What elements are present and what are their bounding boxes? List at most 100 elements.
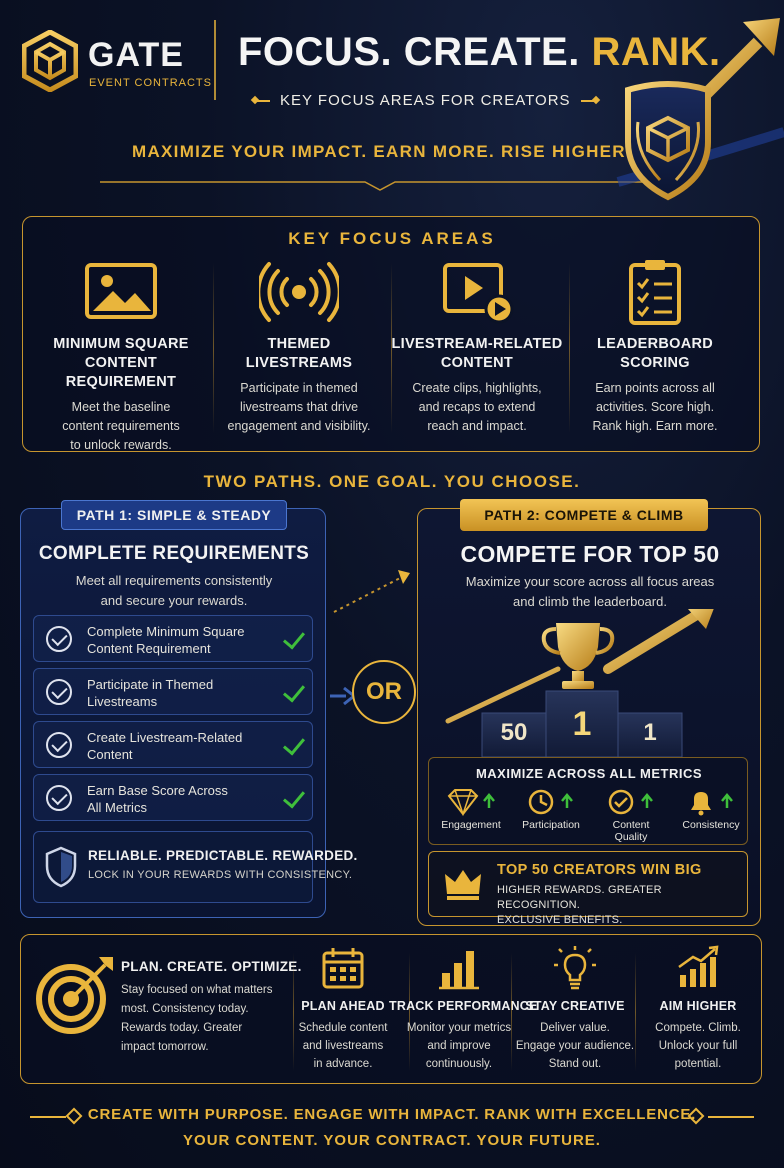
green-check-icon	[282, 785, 306, 809]
brand-name: GATE	[88, 36, 184, 74]
green-check-icon	[282, 679, 306, 703]
growth-chart-icon	[678, 945, 719, 987]
focus-desc: Create clips, highlights,and recaps to e…	[412, 381, 542, 433]
path2-title: COMPETE FOR TOP 50	[460, 541, 720, 567]
gate-logo-icon	[22, 30, 78, 92]
reliable-title: RELIABLE. PREDICTABLE. REWARDED.	[88, 848, 358, 863]
shield-icon	[45, 846, 77, 888]
hero-title-accent: RANK.	[591, 30, 721, 74]
metrics-title: MAXIMIZE ACROSS ALL METRICS	[475, 766, 703, 781]
video-play-icon	[443, 263, 514, 324]
hero-subtitle: KEY FOCUS AREAS FOR CREATORS	[280, 92, 571, 109]
footer-rule-right	[708, 1116, 754, 1118]
check-circle-icon	[46, 679, 72, 705]
column-divider	[569, 263, 570, 433]
podium-rank-right: 1	[643, 719, 657, 746]
check-circle-icon	[46, 785, 72, 811]
tip-description: Deliver value.Engage your audience.Stand…	[515, 1022, 635, 1070]
tip-title: STAY CREATIVE	[525, 999, 625, 1013]
column-divider	[635, 953, 636, 1071]
metrics-box: MAXIMIZE ACROSS ALL METRICS Engagement P…	[428, 757, 748, 845]
checklist-icon	[629, 260, 681, 325]
footer-rule-left	[30, 1116, 66, 1118]
tip-aim-higher: AIM HIGHER Compete. Climb.Unlock your fu…	[637, 945, 759, 1073]
ornament-right	[580, 99, 595, 102]
focus-heading: KEY FOCUS AREAS	[288, 229, 496, 248]
bar-chart-icon	[439, 951, 479, 990]
reliable-box: RELIABLE. PREDICTABLE. REWARDED. LOCK IN…	[33, 831, 357, 903]
metric-label: Participation	[522, 819, 580, 831]
hero-title-main: FOCUS. CREATE.	[238, 30, 580, 74]
lightbulb-icon	[554, 946, 596, 990]
top50-subtitle: HIGHER REWARDS. GREATER RECOGNITION.EXCL…	[497, 884, 662, 926]
image-icon	[85, 263, 157, 319]
metric-label: Consistency	[682, 819, 740, 831]
tip-title: TRACK PERFORMANCE	[389, 999, 538, 1013]
path2-badge: PATH 2: COMPETE & CLIMB	[460, 499, 708, 531]
top50-title: TOP 50 CREATORS WIN BIG	[497, 862, 702, 878]
tip-stay-creative: STAY CREATIVE Deliver value.Engage your …	[505, 945, 645, 1073]
paths-title: TWO PATHS. ONE GOAL. YOU CHOOSE.	[203, 472, 581, 491]
reliable-subtitle: LOCK IN YOUR REWARDS WITH CONSISTENCY.	[88, 869, 353, 881]
tagline-divider	[100, 181, 660, 191]
path2-card: PATH 2: COMPETE & CLIMB COMPETE FOR TOP …	[417, 499, 761, 926]
podium-trophy-graphic: 50 1 1	[438, 609, 748, 757]
or-divider: OR	[352, 660, 416, 724]
green-check-icon	[282, 626, 306, 650]
hero-subtitle-row: KEY FOCUS AREAS FOR CREATORS	[256, 92, 595, 109]
column-divider	[409, 953, 410, 1071]
bell-icon	[691, 792, 733, 816]
hero-tagline: MAXIMIZE YOUR IMPACT. EARN MORE. RISE HI…	[132, 142, 632, 161]
footer-slogan: CREATE WITH PURPOSE. ENGAGE WITH IMPACT.…	[87, 1106, 697, 1123]
podium-rank-center: 1	[572, 705, 592, 743]
target-arrow-icon	[36, 957, 113, 1034]
column-divider	[293, 953, 294, 1071]
hero-title: FOCUS. CREATE. RANK.	[238, 30, 721, 75]
calendar-icon	[322, 948, 364, 989]
check-circle-icon	[46, 732, 72, 758]
metric-engagement: Engagement	[431, 788, 511, 831]
column-divider	[511, 953, 512, 1071]
podium-rank-left: 50	[500, 719, 528, 746]
ornament-left	[256, 99, 270, 102]
top50-box: TOP 50 CREATORS WIN BIG HIGHER REWARDS. …	[428, 851, 748, 926]
crown-icon	[445, 870, 481, 900]
diamond-icon	[447, 789, 495, 816]
trophy-podium-icon	[445, 609, 714, 757]
tips-lead-title: PLAN. CREATE. OPTIMIZE.	[121, 959, 302, 974]
path2-description: Maximize your score across all focus are…	[465, 574, 715, 609]
metric-consistency: Consistency	[671, 788, 751, 831]
broadcast-icon	[259, 262, 339, 322]
check-circle-icon	[46, 626, 72, 652]
green-check-icon	[282, 732, 306, 756]
brand-subtitle: EVENT CONTRACTS	[89, 77, 212, 89]
quality-check-icon	[608, 789, 653, 815]
